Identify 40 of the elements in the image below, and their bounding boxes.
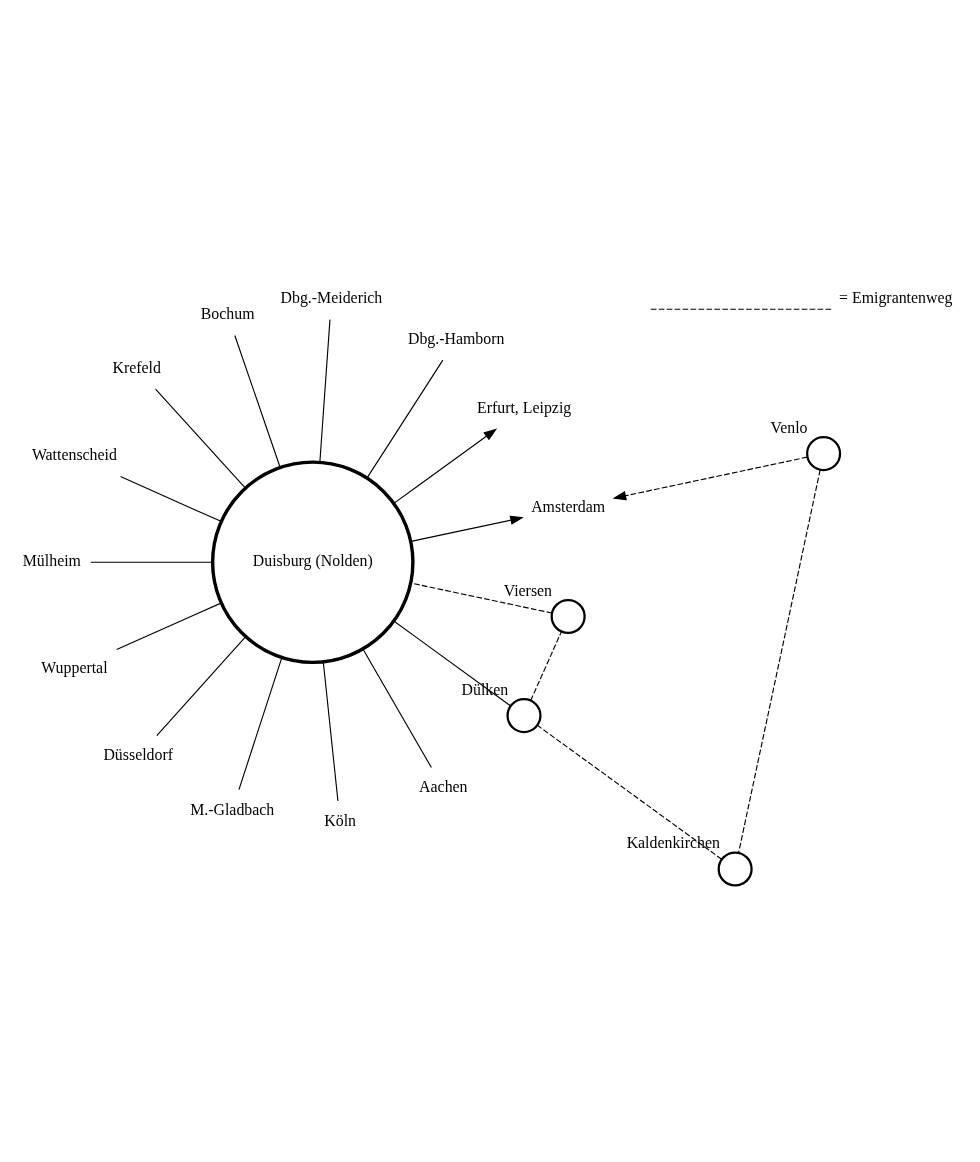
- connector: [738, 468, 821, 853]
- connector: [90, 561, 213, 563]
- node-text: Dbg.-Hamborn: [407, 329, 505, 347]
- connector: [319, 318, 331, 462]
- node-text: Wuppertal: [41, 658, 108, 676]
- node-text: Erfurt, Leipzig: [477, 398, 572, 416]
- node-text: Krefeld: [112, 358, 161, 376]
- connector: [537, 724, 723, 860]
- node-text: Wattenscheid: [31, 445, 117, 463]
- connector: [116, 602, 222, 650]
- connector: [362, 648, 432, 768]
- connector: [234, 334, 281, 468]
- connector: [119, 475, 222, 522]
- arrow: [410, 515, 524, 542]
- node-text: Dbg.-Meiderich: [280, 288, 383, 306]
- node-text: Düsseldorf: [103, 745, 174, 763]
- connector: [238, 656, 283, 790]
- node-text: Bochum: [200, 304, 255, 322]
- connector: [156, 636, 246, 736]
- connector: [393, 620, 511, 706]
- node-text: Köln: [324, 811, 356, 829]
- node-text: M.-Gladbach: [190, 800, 275, 818]
- node-text: Mülheim: [22, 551, 81, 569]
- legend-label: = Emigrantenweg: [839, 288, 953, 306]
- node-circle: [550, 598, 586, 634]
- node-circle: Duisburg (Nolden): [210, 459, 415, 664]
- connector: [322, 661, 339, 802]
- node-text: Amsterdam: [531, 497, 606, 515]
- connector: [530, 630, 562, 701]
- node-circle: [806, 435, 842, 471]
- node-label: Viersen: [503, 581, 553, 599]
- node-label: Kaldenkirchen: [626, 833, 720, 851]
- node-text: Aachen: [419, 777, 468, 795]
- node-label: Venlo: [770, 418, 808, 436]
- arrow: [393, 427, 498, 504]
- connector: [366, 359, 444, 478]
- arrow: [612, 456, 808, 500]
- node-circle: [717, 850, 753, 887]
- node-circle: [506, 697, 542, 733]
- connector: [155, 388, 246, 488]
